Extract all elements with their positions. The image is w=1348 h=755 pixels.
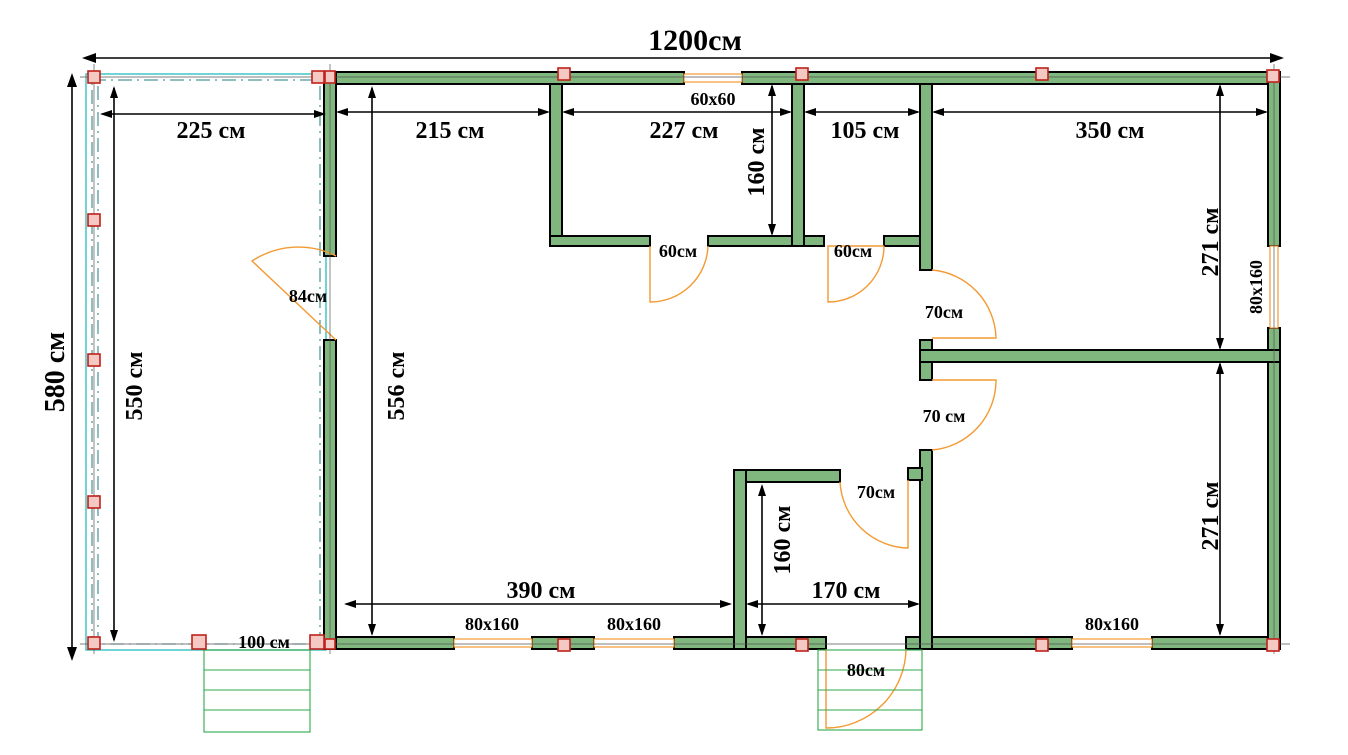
label-room-d-height: 271 см xyxy=(1198,482,1224,551)
wall-room-d-jamb xyxy=(907,467,923,481)
window-labels: 60x60 80x160 80x160 80x160 80x160 xyxy=(465,89,1266,634)
door-room-b xyxy=(827,245,885,303)
stairs xyxy=(203,649,923,733)
wall-room-a-bottom-right xyxy=(707,235,825,247)
dim-room-a-width xyxy=(562,108,792,116)
label-door-room-d: 70 см xyxy=(923,406,966,426)
dim-room-a-height xyxy=(768,84,776,236)
post-marker xyxy=(1035,638,1049,652)
post-marker xyxy=(795,67,809,81)
label-hall-height: 556 см xyxy=(384,352,410,421)
wall-right-rooms-divider xyxy=(919,349,1281,363)
dim-room-d-height xyxy=(1216,362,1224,636)
label-room-a-width: 227 см xyxy=(650,118,719,144)
label-window-right: 80x160 xyxy=(1246,260,1266,314)
label-door-front: 80см xyxy=(847,660,885,680)
stairs-front xyxy=(817,649,923,731)
door-bath xyxy=(839,480,909,549)
label-terrace-width: 225 см xyxy=(177,118,246,144)
label-bottom-left-width: 390 см xyxy=(507,578,576,604)
post-marker xyxy=(309,634,325,650)
post-marker xyxy=(1266,69,1280,83)
dimension-lines xyxy=(67,53,1284,661)
label-room-b-width: 105 см xyxy=(831,118,900,144)
dim-terrace-width xyxy=(100,110,326,118)
walls xyxy=(323,71,1281,650)
door-front xyxy=(825,648,907,729)
wall-bath-left xyxy=(733,469,747,650)
door-room-a xyxy=(649,245,709,303)
dim-bottom-mid-height xyxy=(758,484,766,636)
label-bottom-mid-width: 170 см xyxy=(812,578,881,604)
post-marker xyxy=(311,70,325,84)
wall-top-right xyxy=(741,71,1281,85)
wall-room-a-left xyxy=(549,83,563,247)
window-bottom-2 xyxy=(593,638,675,648)
dim-bottom-left-width xyxy=(344,600,732,608)
label-door-entry-left: 84см xyxy=(289,286,327,306)
window-bottom-3 xyxy=(1071,638,1153,648)
door-room-c xyxy=(931,269,997,339)
wall-room-ab-divider xyxy=(791,83,805,247)
wall-room-b-right xyxy=(919,83,933,271)
wall-bath-top xyxy=(733,469,841,483)
label-door-bath: 70см xyxy=(857,482,895,502)
label-door-room-c: 70см xyxy=(925,302,963,322)
dim-room-b-width xyxy=(804,108,920,116)
wall-bottom-1 xyxy=(323,636,455,650)
dim-room-c-height xyxy=(1216,84,1224,350)
door-labels: 84см 60см 60см 70см 70 см 70см 80см xyxy=(289,241,966,680)
post-marker xyxy=(557,67,571,81)
dimension-labels: 1200см 580 см 225 см 550 см 100 см 215 с… xyxy=(40,24,1224,652)
post-marker xyxy=(87,636,101,650)
wall-top-left xyxy=(323,71,685,85)
label-door-room-b: 60см xyxy=(834,241,872,261)
label-hall-width: 215 см xyxy=(416,118,485,144)
post-marker xyxy=(87,495,101,509)
dim-bottom-mid-width xyxy=(746,600,920,608)
label-room-c-width: 350 см xyxy=(1076,118,1145,144)
label-terrace-step: 100 см xyxy=(238,632,290,652)
label-window-top: 60x60 xyxy=(691,89,736,109)
stairs-left-outline xyxy=(203,649,311,733)
wall-room-a-bottom-left xyxy=(549,235,651,247)
post-marker xyxy=(87,353,101,367)
post-marker xyxy=(324,70,336,84)
stairs-left xyxy=(203,649,311,733)
post-marker xyxy=(795,638,809,652)
post-marker xyxy=(87,70,101,84)
label-window-bottom-1: 80x160 xyxy=(465,614,519,634)
label-bottom-mid-height: 160 см xyxy=(770,506,796,575)
post-marker xyxy=(557,638,571,652)
door-room-d xyxy=(931,379,997,451)
dim-total-width xyxy=(82,53,1284,63)
label-room-c-height: 271 см xyxy=(1198,208,1224,277)
wall-bottom-5 xyxy=(1151,636,1281,650)
window-bottom-1 xyxy=(453,638,533,648)
label-total-height: 580 см xyxy=(40,332,71,413)
wall-room-d-left xyxy=(919,449,933,650)
post-marker xyxy=(191,634,207,650)
post-marker xyxy=(1266,638,1280,652)
label-room-a-height: 160 см xyxy=(744,128,770,197)
doors xyxy=(250,245,997,729)
label-total-width: 1200см xyxy=(648,24,742,57)
label-door-room-a: 60см xyxy=(659,241,697,261)
label-window-bottom-3: 80x160 xyxy=(1085,614,1139,634)
dim-hall-width xyxy=(336,108,550,116)
dim-room-c-width xyxy=(932,108,1268,116)
door-entry-left xyxy=(250,246,337,341)
dim-terrace-height xyxy=(110,86,118,642)
dim-total-height xyxy=(67,73,77,661)
posts xyxy=(87,67,1280,652)
post-marker xyxy=(1035,67,1049,81)
post-marker xyxy=(87,213,101,227)
dim-hall-height xyxy=(368,86,376,636)
label-window-bottom-2: 80x160 xyxy=(607,614,661,634)
post-marker xyxy=(324,638,336,650)
window-top xyxy=(683,73,743,83)
label-terrace-height: 550 см xyxy=(122,352,148,421)
